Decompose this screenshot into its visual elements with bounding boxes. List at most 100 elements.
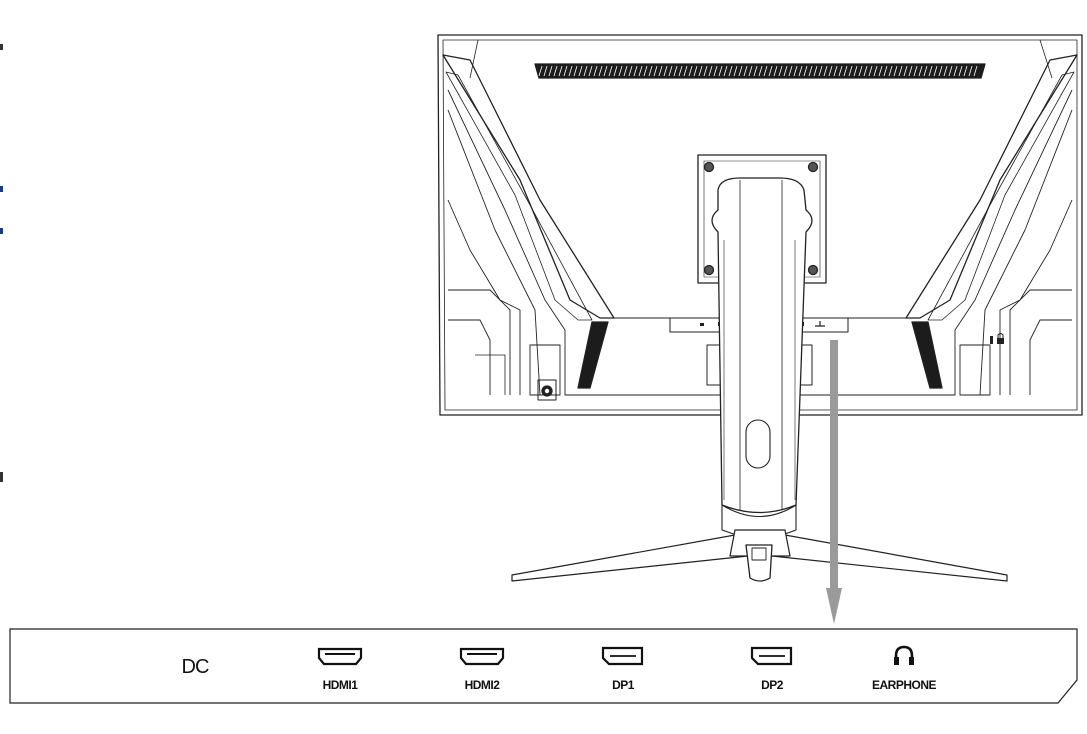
vent-slot [718,65,723,77]
vent-slot [733,65,738,77]
vent-slot [623,65,628,77]
vent-slot [823,65,828,77]
port-label-earphone: EARPHONE [872,678,937,692]
port-dp2[interactable]: DP2 [750,646,793,692]
vent-slot [963,65,968,77]
vent-slot [748,65,753,77]
vent-slot [948,65,953,77]
vent-slot [563,65,568,77]
vent-slot [703,65,708,77]
stand-base [511,529,1008,582]
vent-slot [573,65,578,77]
port-dc[interactable]: DC [182,656,210,678]
vent-slot [603,65,608,77]
vent-slot [938,65,943,77]
vent-slot [643,65,648,77]
vent-slot [553,65,558,77]
vent-slot [593,65,598,77]
vent-slot [738,65,743,77]
vent-slot [638,65,643,77]
port-dp1[interactable]: DP1 [601,646,644,692]
edge-mark-top [0,44,3,50]
vent-slot [848,65,853,77]
vent-slot [728,65,733,77]
vent-slot [578,65,583,77]
vent-slot [708,65,713,77]
vent-slot [913,65,918,77]
vent-slot [898,65,903,77]
port-hdmi2[interactable]: HDMI2 [459,647,505,692]
vent-slot [883,65,888,77]
vent-slot [628,65,633,77]
vent-slot [923,65,928,77]
vent-slot [598,65,603,77]
vent-slot [818,65,823,77]
port-label-hdmi2: HDMI2 [465,678,501,692]
monitor-housing-inner [442,39,1078,411]
port-hdmi1[interactable]: HDMI1 [317,647,363,692]
vent-slot [758,65,763,77]
right-panel-design [905,54,1078,396]
monitor-housing-outline [437,34,1083,416]
port-earphone[interactable]: EARPHONE [872,645,937,692]
vent-slot [763,65,768,77]
vent-slot [873,65,878,77]
vent-slot [933,65,938,77]
vent-slot [798,65,803,77]
edge-mark-bottom [0,472,3,482]
port-label-dp1: DP1 [612,678,635,692]
vent-slot [868,65,873,77]
vent-slot [783,65,788,77]
vent-slot [853,65,858,77]
top-vent-grille [534,63,986,79]
vent-slot [608,65,613,77]
vent-slot [673,65,678,77]
vent-slot [768,65,773,77]
stand-neck [711,177,813,538]
edge-mark-blue-1 [0,186,3,192]
vent-slot [788,65,793,77]
vent-slot [888,65,893,77]
ports-panel: DC HDMI1 HDMI2 DP1 DP2 [9,628,1078,704]
kensington-lock-icon [990,333,1004,344]
vent-slot [613,65,618,77]
vent-slot [683,65,688,77]
vent-slot [743,65,748,77]
vent-slot [908,65,913,77]
port-label-hdmi1: HDMI1 [323,678,359,692]
hdmi-port-icon [317,647,363,666]
vent-slot [588,65,593,77]
vent-slot [568,65,573,77]
vent-slot [653,65,658,77]
vent-slot [538,65,543,77]
vent-slot [668,65,673,77]
port-label-dp2: DP2 [761,678,784,692]
vesa-mount-plate [697,154,827,284]
edge-mark-blue-2 [0,228,3,234]
ports-panel-outline [9,628,1078,704]
vent-slot [803,65,808,77]
vent-slot [903,65,908,77]
vent-slot [958,65,963,77]
vent-slot [928,65,933,77]
vent-slot [968,65,973,77]
vent-slot [943,65,948,77]
vent-slot [953,65,958,77]
vent-slot [633,65,638,77]
monitor-back [437,34,1083,582]
vent-slot [663,65,668,77]
hdmi-port-icon [459,647,505,666]
stand-cable-hole [745,419,771,469]
vent-slot [833,65,838,77]
vent-slot [838,65,843,77]
vent-slot [778,65,783,77]
vent-slot [688,65,693,77]
vent-slot [548,65,553,77]
vent-slot [713,65,718,77]
vent-slot [618,65,623,77]
vent-slot [693,65,698,77]
vent-slot [773,65,778,77]
vent-slot [918,65,923,77]
vent-slot [753,65,758,77]
